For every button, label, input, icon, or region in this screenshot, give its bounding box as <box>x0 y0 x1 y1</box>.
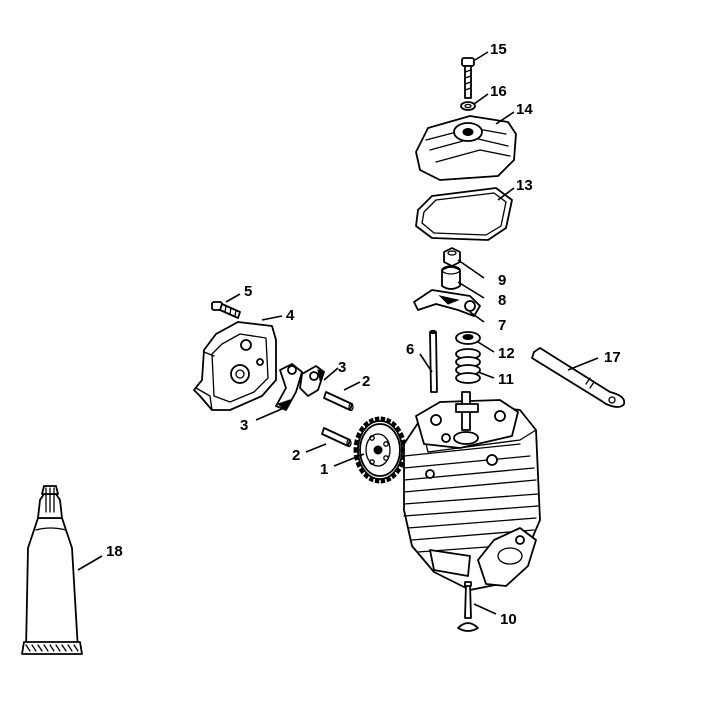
part-1-gear[interactable] <box>353 416 407 484</box>
part-6-push-rod[interactable] <box>429 329 438 393</box>
part-13-gasket[interactable] <box>415 187 513 241</box>
callout-3-right: 3 <box>338 359 346 376</box>
part-15-screw[interactable] <box>461 57 475 99</box>
part-4-cover[interactable] <box>193 321 277 411</box>
part-17-tool[interactable] <box>531 347 626 408</box>
callout-17: 17 <box>604 349 621 366</box>
callout-5: 5 <box>244 283 252 300</box>
callout-2-lower: 2 <box>292 447 300 464</box>
part-3-lever-left[interactable] <box>275 363 303 411</box>
callout-2-upper: 2 <box>362 373 370 390</box>
part-9-nut[interactable] <box>443 247 461 267</box>
callout-18: 18 <box>106 543 123 560</box>
callout-labels: 15 16 14 13 9 8 7 12 11 17 6 4 5 3 2 3 2… <box>106 41 621 628</box>
part-14-valve-cover[interactable] <box>415 115 517 181</box>
callout-15: 15 <box>490 41 507 58</box>
cylinder-assembly[interactable] <box>403 391 541 591</box>
callout-6: 6 <box>406 341 414 358</box>
callout-8: 8 <box>498 292 506 309</box>
part-10-valve[interactable] <box>457 581 479 632</box>
part-2-pin-upper[interactable] <box>323 391 354 412</box>
part-12-spring-retainer[interactable] <box>455 331 481 345</box>
callout-13: 13 <box>516 177 533 194</box>
callout-11: 11 <box>498 371 514 388</box>
part-5-screw[interactable] <box>211 301 241 319</box>
callout-16: 16 <box>490 83 507 100</box>
callout-10: 10 <box>500 611 517 628</box>
part-7-rocker-arm[interactable] <box>413 289 481 317</box>
part-16-washer[interactable] <box>460 101 476 111</box>
part-3-lever-right[interactable] <box>299 365 325 397</box>
part-2-pin-lower[interactable] <box>321 427 352 448</box>
callout-4: 4 <box>286 307 295 324</box>
part-8-sleeve[interactable] <box>441 265 461 290</box>
callout-9: 9 <box>498 272 506 289</box>
leader-lines <box>77 51 599 615</box>
callout-14: 14 <box>516 101 533 118</box>
part-11-valve-spring[interactable] <box>455 348 481 384</box>
callout-1: 1 <box>320 461 328 478</box>
callout-7: 7 <box>498 317 506 334</box>
callout-3-left: 3 <box>240 417 248 434</box>
callout-12: 12 <box>498 345 515 362</box>
part-18-tube[interactable] <box>21 485 83 655</box>
